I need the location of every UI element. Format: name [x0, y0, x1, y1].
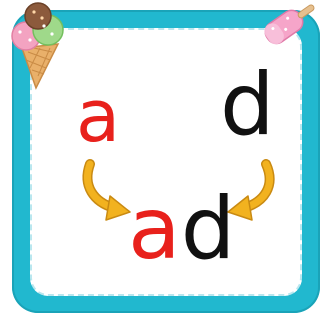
popsicle-icon [244, 0, 330, 52]
word-part-a: a [128, 179, 181, 279]
ice-cream-cone-icon [0, 0, 80, 90]
letter-a: a [76, 80, 120, 152]
word-part-d: d [181, 179, 236, 279]
letter-d: d [220, 62, 275, 148]
word-ad: ad [128, 186, 235, 272]
